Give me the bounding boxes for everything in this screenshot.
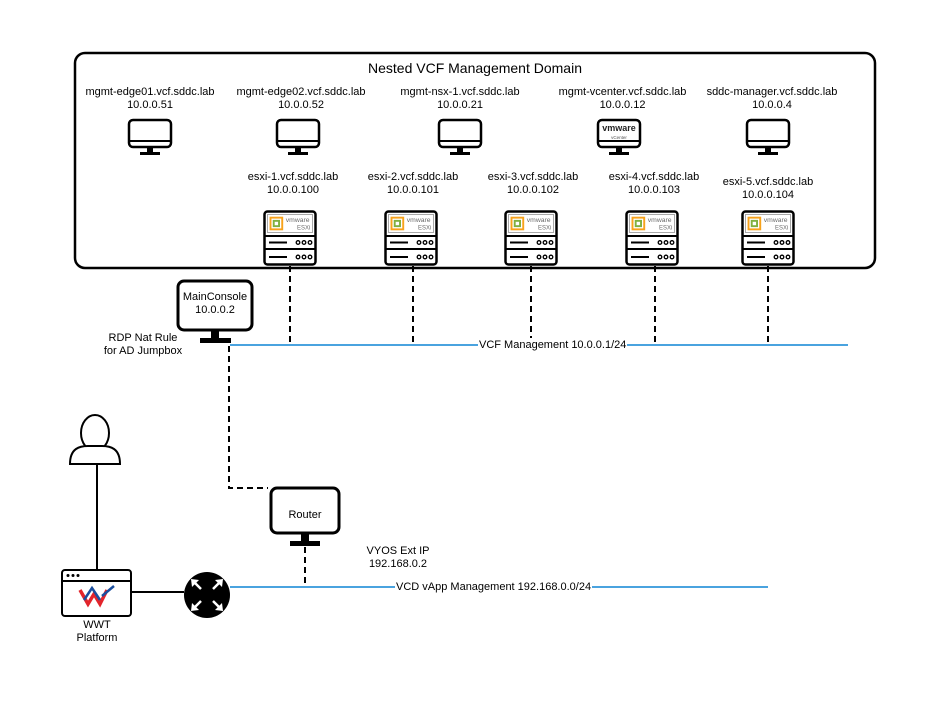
server-icon [506,212,557,265]
vm-ip: 10.0.0.51 [127,99,173,111]
router-icon [184,572,230,618]
rdp-note: RDP Nat Rule for AD Jumpbox [103,332,183,357]
esxi-network-links [289,266,769,345]
router-monitor-icon [269,486,341,546]
esxi-ip: 10.0.0.102 [507,184,559,196]
esxi-ip: 10.0.0.103 [628,184,680,196]
vcenter-badge-sub: vCenter [611,135,627,140]
vm-hostname: mgmt-nsx-1.vcf.sddc.lab [400,86,520,98]
browser-window-icon [61,569,132,617]
vcenter-monitor-icon: vmware vCenter [596,118,642,157]
esxi-hostname: esxi-1.vcf.sddc.lab [247,171,339,183]
server-icon [743,212,794,265]
mainconsole-monitor-icon [176,279,254,343]
vm-hostname: sddc-manager.vcf.sddc.lab [706,86,838,98]
vm-ip: 10.0.0.52 [278,99,324,111]
user-icon [68,414,122,465]
vm-label-mgmt-vcenter: mgmt-vcenter.vcf.sddc.lab 10.0.0.12 [540,86,705,112]
esxi-label-1: esxi-1.vcf.sddc.lab 10.0.0.100 [223,171,363,197]
esxi-hostname: esxi-3.vcf.sddc.lab [487,171,579,183]
vcd-network-label: VCD vApp Management 192.168.0.0/24 [395,581,593,593]
esxi-label-3: esxi-3.vcf.sddc.lab 10.0.0.102 [463,171,603,197]
vm-label-sddc-manager: sddc-manager.vcf.sddc.lab 10.0.0.4 [692,86,852,112]
router-label: Router [288,509,322,521]
vyos-label: VYOS Ext IP 192.168.0.2 [366,545,430,570]
mainconsole-label: MainConsole 10.0.0.2 [178,291,252,317]
vm-hostname: mgmt-vcenter.vcf.sddc.lab [558,86,687,98]
vm-hostname: mgmt-edge01.vcf.sddc.lab [85,86,215,98]
esxi-ip: 10.0.0.100 [267,184,319,196]
esxi-ip: 10.0.0.101 [387,184,439,196]
vcenter-badge-label: vmware [602,123,636,133]
vm-label-mgmt-edge01: mgmt-edge01.vcf.sddc.lab 10.0.0.51 [70,86,230,112]
esxi-label-2: esxi-2.vcf.sddc.lab 10.0.0.101 [343,171,483,197]
esxi-ip: 10.0.0.104 [742,189,794,201]
server-icon [386,212,437,265]
domain-title: Nested VCF Management Domain [368,60,582,76]
server-icon [627,212,678,265]
mainconsole-name: MainConsole [182,291,248,303]
esxi-hostname: esxi-2.vcf.sddc.lab [367,171,459,183]
vm-hostname: mgmt-edge02.vcf.sddc.lab [236,86,366,98]
mainconsole-ip: 10.0.0.2 [195,304,235,316]
vm-label-mgmt-edge02: mgmt-edge02.vcf.sddc.lab 10.0.0.52 [221,86,381,112]
vm-ip: 10.0.0.4 [752,99,792,111]
esxi-hostname: esxi-4.vcf.sddc.lab [608,171,700,183]
platform-label: WWT Platform [76,619,118,644]
esxi-label-4: esxi-4.vcf.sddc.lab 10.0.0.103 [584,171,724,197]
esxi-hostname: esxi-5.vcf.sddc.lab [722,176,814,188]
vm-ip: 10.0.0.21 [437,99,483,111]
console-router-link [228,346,268,489]
vcf-network-label: VCF Management 10.0.0.1/24 [478,339,628,351]
server-icon [265,212,316,265]
vm-label-mgmt-nsx: mgmt-nsx-1.vcf.sddc.lab 10.0.0.21 [380,86,540,112]
esxi-label-5: esxi-5.vcf.sddc.lab 10.0.0.104 [698,176,838,202]
vm-ip: 10.0.0.12 [599,99,646,111]
